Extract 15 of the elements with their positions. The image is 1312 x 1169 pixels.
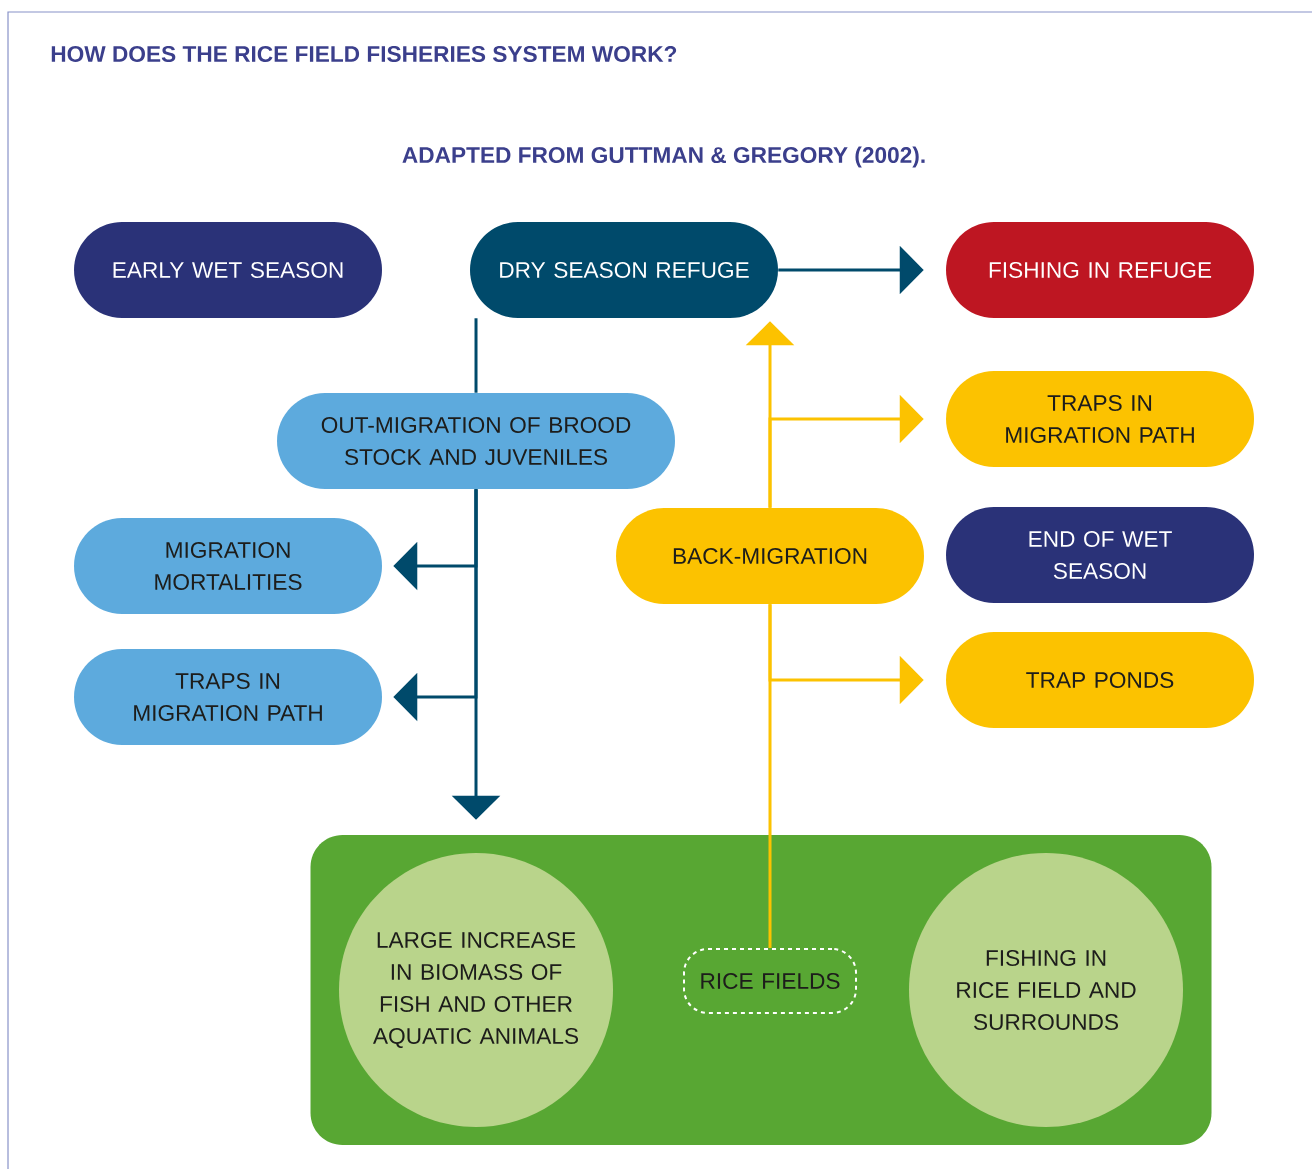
stage-pill: TRAP PONDS [946,632,1254,728]
caption: ADAPTED FROM GUTTMAN & GREGORY (2002). [402,146,925,168]
dashed-label-box: RICE FIELDS [683,948,857,1014]
title: HOW DOES THE RICE FIELD FISHERIES SYSTEM WORK? [51,45,677,63]
stage-pill: END OF WET SEASON [946,507,1254,603]
stage-pill: BACK-MIGRATION [616,508,924,604]
stage-pill: FISHING IN REFUGE [946,222,1254,318]
stage-pill: OUT-MIGRATION OF BROOD STOCK AND JUVENILES [277,393,675,489]
stage-pill: DRY SEASON REFUGE [470,222,778,318]
arrow [768,394,924,508]
arrow [393,489,478,722]
stage-pill: MIGRATION MORTALITIES [74,518,382,614]
stage-pill: TRAPS IN MIGRATION PATH [74,649,382,745]
stage-pill: EARLY WET SEASON [74,222,382,318]
stage-pill: TRAPS IN MIGRATION PATH [946,371,1254,467]
